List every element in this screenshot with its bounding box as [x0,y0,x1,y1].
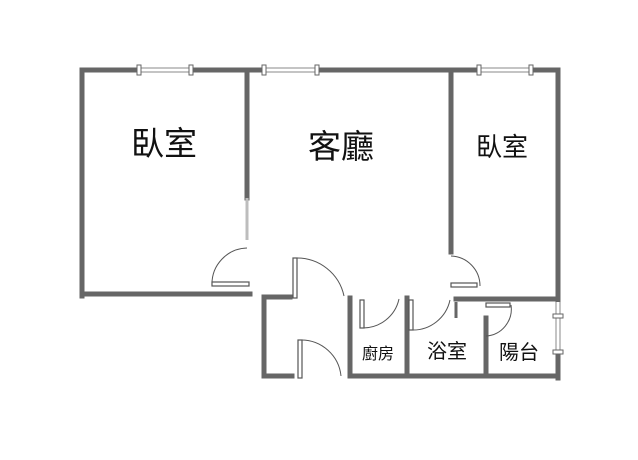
door-bathroom [408,299,451,331]
door-living-entry [292,257,345,299]
room-label-kitchen: 廚房 [362,344,394,363]
doors [211,247,512,379]
room-label-living-room: 客廳 [308,127,374,166]
room-labels: 臥室 客廳 臥室 廚房 浴室 陽台 [131,124,539,364]
windows [136,64,564,355]
walls [79,67,561,381]
door-bedroom-right [450,255,481,288]
window-bedroom-right [476,64,534,76]
window-balcony-side [552,302,564,355]
room-label-bedroom-right: 臥室 [476,133,528,163]
room-label-bathroom: 浴室 [427,339,467,363]
window-bedroom-left [136,64,194,76]
room-label-balcony: 陽台 [499,340,539,364]
door-main-entrance [297,339,342,379]
door-bedroom-left [211,247,250,287]
room-label-bedroom-left: 臥室 [131,124,197,163]
window-living-room [261,64,320,76]
door-balcony [485,302,512,337]
door-kitchen [359,298,400,329]
